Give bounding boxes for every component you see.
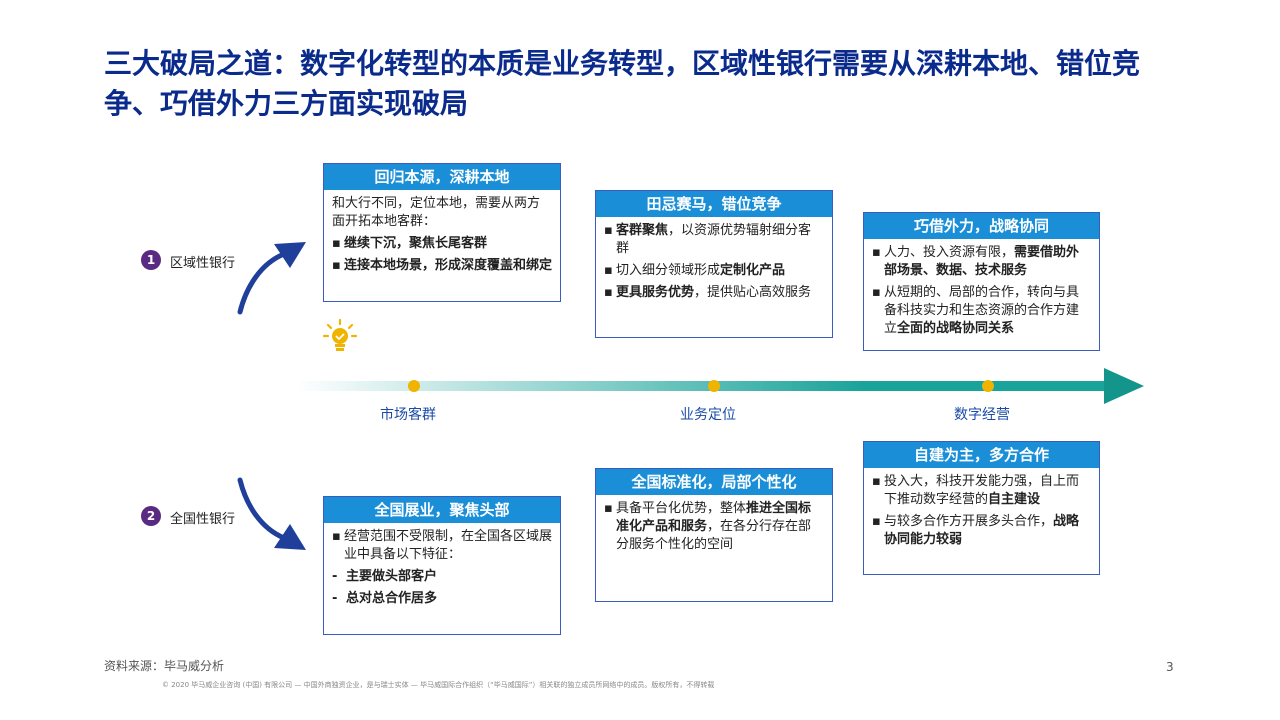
box-regional-local: 回归本源，深耕本地 和大行不同，定位本地，需要从两方面开拓本地客群： 继续下沉，…: [323, 163, 561, 302]
box-header: 自建为主，多方合作: [864, 442, 1099, 468]
axis-arrowhead: [1104, 368, 1144, 404]
box-header: 巧借外力，战略协同: [864, 213, 1099, 239]
axis-dot: [408, 380, 420, 392]
box-national-selfbuild: 自建为主，多方合作 投入大，科技开发能力强，自上而下推动数字经营的自主建设 与较…: [863, 441, 1100, 575]
box-regional-differentiation: 田忌赛马，错位竞争 客群聚焦，以资源优势辐射细分客群 切入细分领域形成定制化产品…: [595, 190, 833, 338]
arrow-up-icon: [237, 242, 306, 315]
national-bank-label: 全国性银行: [170, 512, 236, 527]
box-intro: 和大行不同，定位本地，需要从两方面开拓本地客群：: [332, 196, 541, 229]
box-header: 回归本源，深耕本地: [324, 164, 560, 190]
box-national-head: 全国展业，聚焦头部 经营范围不受限制，在全国各区域展业中具备以下特征： 主要做头…: [323, 496, 561, 635]
box-regional-collaboration: 巧借外力，战略协同 人力、投入资源有限，需要借助外部场景、数据、技术服务 从短期…: [863, 212, 1100, 351]
regional-bank-label: 区域性银行: [170, 256, 236, 271]
box-intro: 经营范围不受限制，在全国各区域展业中具备以下特征：: [332, 528, 552, 564]
page-number: 3: [1166, 660, 1174, 674]
axis-bar: [296, 381, 1108, 391]
axis-label-positioning: 业务定位: [680, 407, 736, 423]
box-header: 田忌赛马，错位竞争: [596, 191, 832, 217]
source-note: 资料来源：毕马威分析: [104, 659, 225, 673]
arrow-down-icon: [237, 477, 306, 550]
axis-dot: [982, 380, 994, 392]
dash-text: 主要做头部客户: [332, 568, 552, 586]
copyright-text: © 2020 毕马威企业咨询 (中国) 有限公司 — 中国外商独资企业，是与瑞士…: [162, 681, 715, 689]
page-title: 三大破局之道：数字化转型的本质是业务转型，区域性银行需要从深耕本地、错位竞争、巧…: [104, 47, 1141, 120]
axis-label-digital: 数字经营: [954, 407, 1010, 423]
bullet-text: 连接本地场景，形成深度覆盖和绑定: [344, 258, 553, 273]
dash-text: 总对总合作居多: [332, 590, 552, 608]
axis-label-market: 市场客群: [380, 407, 436, 423]
badge-number-2: 2: [141, 506, 161, 526]
badge-number-1: 1: [141, 250, 161, 270]
lightbulb-icon: [322, 318, 358, 351]
box-header: 全国标准化，局部个性化: [596, 469, 832, 495]
box-header: 全国展业，聚焦头部: [324, 497, 560, 523]
bullet-text: 继续下沉，聚焦长尾客群: [344, 236, 488, 251]
box-national-standard: 全国标准化，局部个性化 具备平台化优势，整体推进全国标准化产品和服务，在各分行存…: [595, 468, 833, 602]
axis-dot: [708, 380, 720, 392]
timeline-arrow: [296, 368, 1144, 404]
